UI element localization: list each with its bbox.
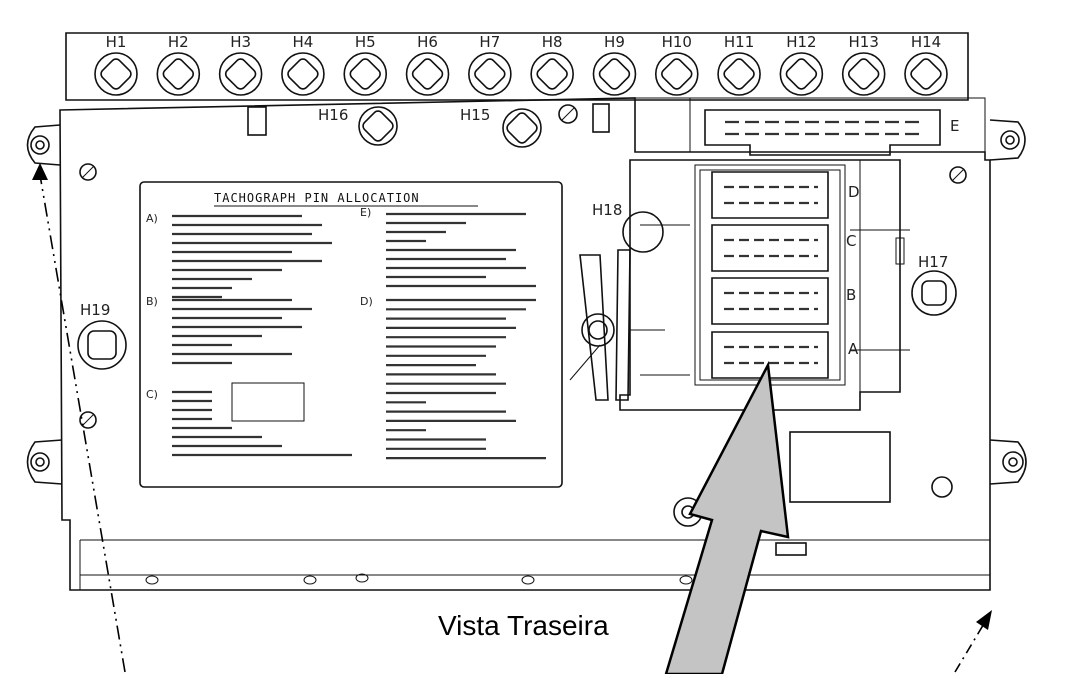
connector-h7: H7	[468, 33, 512, 96]
pin-allocation-label: TACHOGRAPH PIN ALLOCATION A) B) C) D) E)	[139, 181, 563, 488]
connector-h13: H13	[841, 33, 886, 96]
mount-ear-right-bottom	[989, 439, 1027, 485]
label-h13: H13	[849, 33, 879, 51]
connector-h8: H8	[530, 33, 574, 96]
connector-h3: H3	[218, 33, 263, 96]
label-a: A	[848, 340, 859, 358]
label-h7: H7	[479, 33, 500, 51]
screw-lower-left	[79, 411, 97, 429]
connector-h4: H4	[281, 33, 325, 96]
label-h8: H8	[542, 33, 563, 51]
mount-ear-right-top	[989, 119, 1026, 161]
label-h5: H5	[355, 33, 376, 51]
section-c: C)	[146, 388, 158, 401]
small-tab-bottom	[775, 542, 807, 556]
label-h6: H6	[417, 33, 438, 51]
label-h16: H16	[318, 106, 348, 124]
label-h17: H17	[918, 253, 948, 271]
view-arrow	[664, 360, 790, 674]
right-pointer-arrow	[954, 610, 992, 673]
mount-ear-left-bottom	[26, 439, 63, 485]
allocation-title: TACHOGRAPH PIN ALLOCATION	[214, 191, 420, 205]
bottom-studs	[145, 573, 693, 585]
mount-ear-left-top	[26, 124, 61, 166]
connector-h11: H11	[717, 33, 761, 96]
connector-h14: H14	[904, 33, 948, 96]
plug-c	[711, 224, 829, 272]
connector-h10: H10	[654, 33, 699, 96]
small-rect-right	[592, 103, 610, 133]
connector-housing-abcd: D C B A	[619, 159, 910, 411]
connector-h18: H18	[592, 201, 664, 253]
label-h3: H3	[230, 33, 251, 51]
label-h2: H2	[168, 33, 189, 51]
connector-h5: H5	[343, 33, 388, 96]
screw-upper-right	[949, 166, 967, 184]
section-a: A)	[146, 212, 158, 225]
label-h18: H18	[592, 201, 622, 219]
name-plate-right	[789, 431, 891, 503]
connector-h2: H2	[156, 33, 201, 96]
label-h9: H9	[604, 33, 625, 51]
connector-h19: H19	[77, 301, 127, 370]
plug-d	[711, 171, 829, 219]
label-e: E	[950, 117, 959, 135]
label-h12: H12	[786, 33, 816, 51]
label-h4: H4	[293, 33, 314, 51]
connector-h15: H15	[460, 106, 542, 148]
plug-b	[711, 277, 829, 325]
label-b: B	[846, 286, 856, 304]
upper-right-block	[635, 97, 986, 152]
connector-h17: H17	[911, 253, 957, 316]
connector-h16: H16	[318, 106, 398, 146]
housing-bottom-strip	[79, 539, 990, 590]
top-connectors: H1 H2 H3 H4 H5 H6 H7 H8 H9 H10 H11 H12 H13 H14	[94, 33, 948, 96]
section-b: B)	[146, 295, 158, 308]
caption-vista-traseira: Vista Traseira	[438, 610, 609, 641]
left-pointer-arrow	[32, 163, 126, 673]
plug-a	[711, 331, 829, 379]
screw-top-mid	[558, 104, 578, 124]
connector-h1: H1	[94, 33, 138, 96]
connector-h6: H6	[405, 33, 450, 96]
connector-h12: H12	[779, 33, 824, 96]
label-h1: H1	[106, 33, 127, 51]
label-h14: H14	[911, 33, 941, 51]
label-d: D	[848, 183, 860, 201]
section-e: E)	[360, 206, 371, 219]
label-h11: H11	[724, 33, 754, 51]
section-d: D)	[360, 295, 373, 308]
label-h19: H19	[80, 301, 110, 319]
connector-e: E	[704, 109, 959, 156]
label-c: C	[846, 232, 856, 250]
top-connector-strip	[65, 32, 969, 101]
small-rect-left	[247, 106, 267, 136]
screw-upper-left	[79, 163, 97, 181]
round-hole-right	[931, 476, 953, 498]
cable-bundle	[569, 249, 665, 401]
connector-h9: H9	[592, 33, 637, 96]
label-h15: H15	[460, 106, 490, 124]
label-h10: H10	[662, 33, 692, 51]
